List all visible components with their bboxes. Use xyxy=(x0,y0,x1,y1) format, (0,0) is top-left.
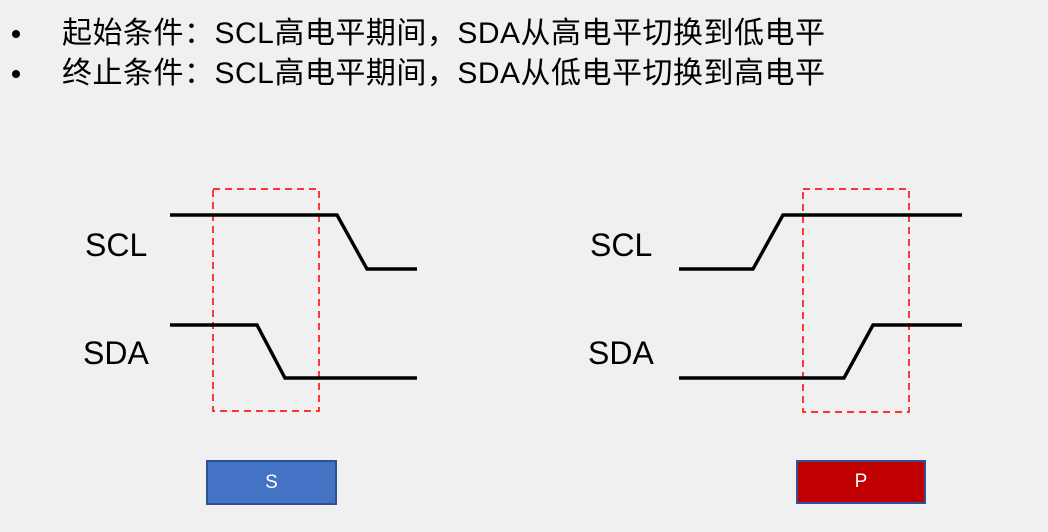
stop-condition-text: 终止条件：SCL高电平期间，SDA从低电平切换到高电平 xyxy=(62,57,826,90)
bullet-item-start-condition: 起始条件：SCL高电平期间，SDA从高电平切换到低电平 xyxy=(0,14,826,54)
stop-scl-label: SCL xyxy=(590,227,653,263)
stop-badge-text: P xyxy=(854,471,868,492)
start-condition-text: 起始条件：SCL高电平期间，SDA从高电平切换到低电平 xyxy=(62,17,826,50)
bullet-item-stop-condition: 终止条件：SCL高电平期间，SDA从低电平切换到高电平 xyxy=(0,54,826,94)
stop-sda-waveform xyxy=(679,323,962,380)
start-sda-waveform xyxy=(170,323,417,380)
bullet-dot-icon xyxy=(12,30,20,38)
start-scl-waveform xyxy=(170,213,417,271)
stop-condition-badge: P xyxy=(796,460,926,504)
start-sda-label: SDA xyxy=(83,335,149,371)
stop-scl-waveform xyxy=(679,213,962,271)
start-condition-badge: S xyxy=(206,460,337,505)
stop-sda-label: SDA xyxy=(588,335,654,371)
start-highlight-box xyxy=(212,188,320,412)
stop-highlight-box xyxy=(802,188,910,413)
bullet-list: 起始条件：SCL高电平期间，SDA从高电平切换到低电平 终止条件：SCL高电平期… xyxy=(0,14,826,94)
bullet-dot-icon xyxy=(12,70,20,78)
start-badge-text: S xyxy=(265,471,278,493)
start-scl-label: SCL xyxy=(85,227,148,263)
